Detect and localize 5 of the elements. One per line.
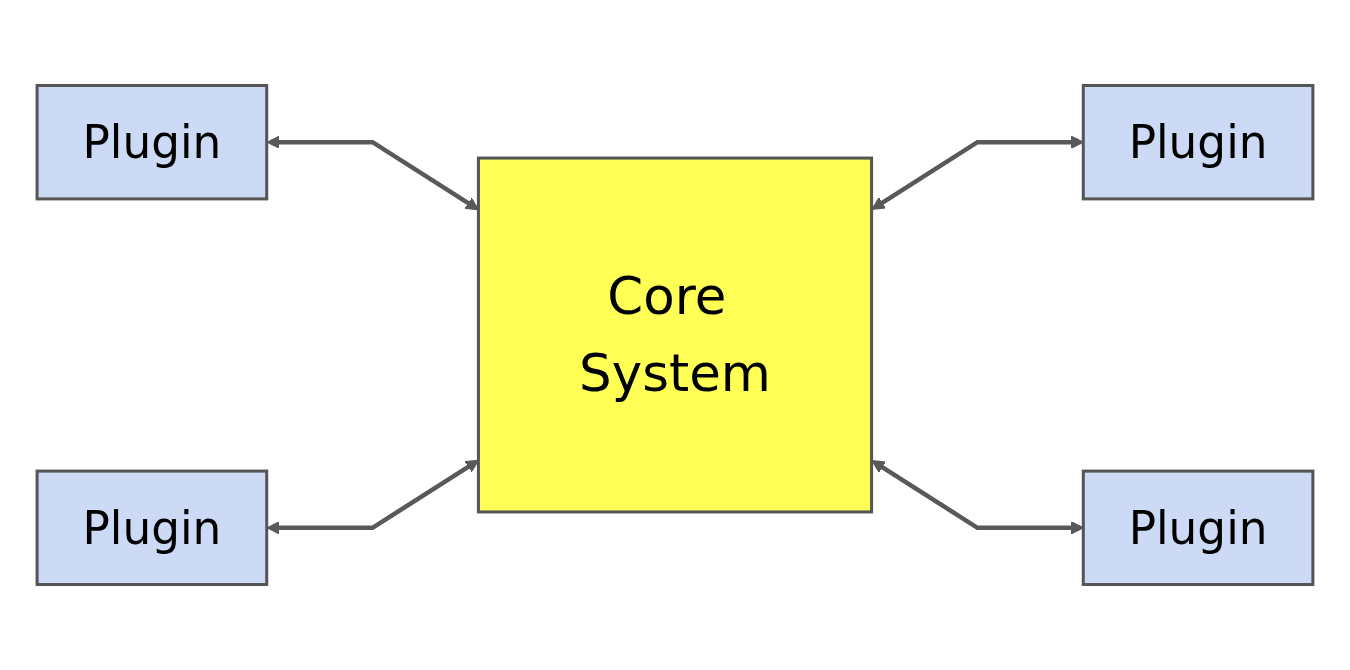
node-box: Plugin (1081, 469, 1315, 586)
node-box: Plugin (35, 83, 269, 201)
node-box: Core System (476, 156, 874, 514)
node-box: Plugin (35, 469, 269, 586)
node-box: Plugin (1081, 83, 1315, 201)
